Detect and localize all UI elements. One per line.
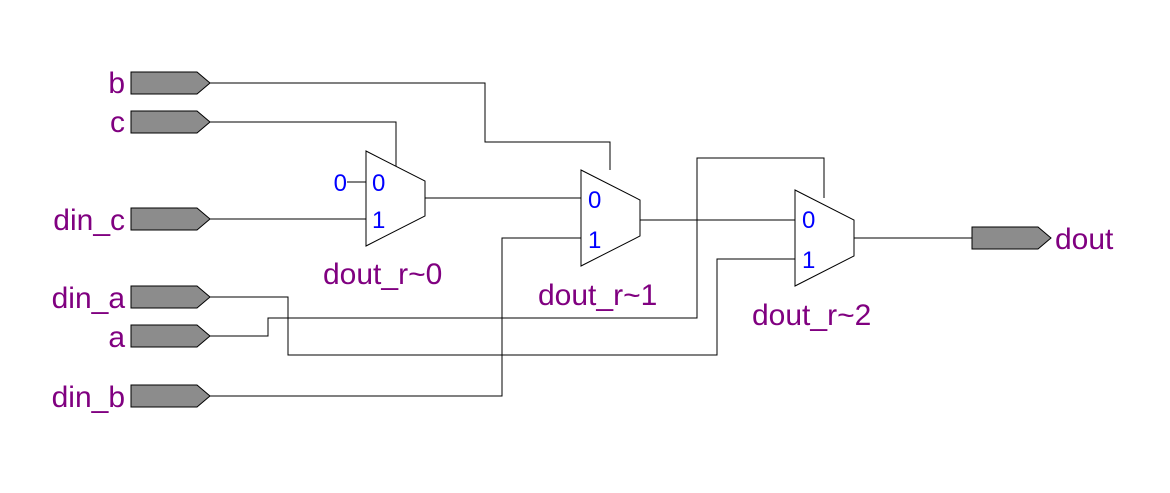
port-label-din_b: din_b <box>52 381 125 414</box>
wire-din_a <box>210 258 795 356</box>
mux0-input0-label: 0 <box>372 170 385 197</box>
input-port-din_c: din_c <box>53 204 211 237</box>
port-label-b: b <box>108 67 125 100</box>
mux-dout_r-1: 0 1 dout_r~1 <box>538 169 657 312</box>
mux1-input1-label: 1 <box>588 227 601 254</box>
mux1-input0-label: 0 <box>588 187 601 214</box>
input-port-din_a: din_a <box>52 282 211 315</box>
mux2-name: dout_r~2 <box>752 299 871 332</box>
mux0-const-zero: 0 <box>334 170 347 197</box>
output-port-dout: dout <box>971 223 1114 256</box>
mux-dout_r-0: 0 0 1 dout_r~0 <box>323 150 442 291</box>
mux2-input0-label: 0 <box>802 207 815 234</box>
wire-din_b <box>210 237 581 397</box>
input-port-din_b: din_b <box>52 381 211 414</box>
mux0-name: dout_r~0 <box>323 258 442 291</box>
port-label-din_c: din_c <box>53 204 125 237</box>
wire-c <box>210 121 397 168</box>
mux2-input1-label: 1 <box>802 247 815 274</box>
port-label-a: a <box>108 321 125 354</box>
port-label-din_a: din_a <box>52 282 126 315</box>
input-port-b: b <box>108 67 211 100</box>
input-port-c: c <box>110 106 211 139</box>
mux0-input1-label: 1 <box>372 207 385 234</box>
mux-dout_r-2: 0 1 dout_r~2 <box>752 189 871 332</box>
wire-a <box>210 157 825 337</box>
port-label-dout: dout <box>1055 223 1114 256</box>
wire-b <box>210 82 611 170</box>
port-label-c: c <box>110 106 125 139</box>
input-port-a: a <box>108 321 211 354</box>
mux1-name: dout_r~1 <box>538 279 657 312</box>
